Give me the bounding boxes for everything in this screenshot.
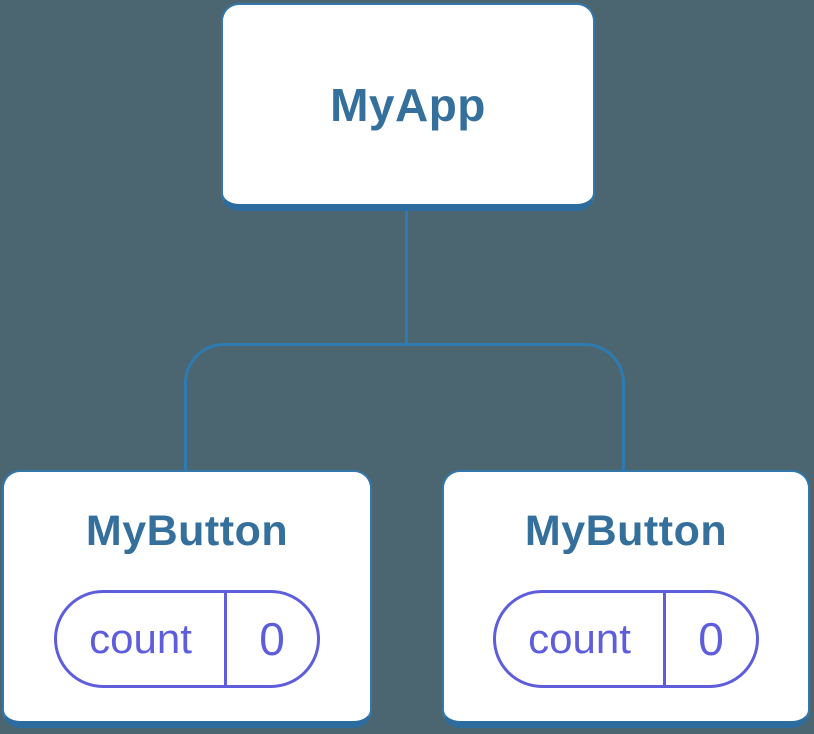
state-name-right: count [496, 592, 666, 685]
node-label-mybutton-right: MyButton [524, 507, 728, 555]
node-label-mybutton-left: MyButton [85, 507, 289, 555]
node-card-mybutton-left: MyButton count 0 [2, 470, 372, 728]
state-name-left: count [57, 592, 227, 685]
node-label-myapp: MyApp [330, 78, 486, 131]
state-pill-right: count 0 [493, 589, 759, 688]
connector-branch-bracket [184, 343, 625, 470]
node-card-myapp: MyApp [221, 3, 595, 211]
state-value-right: 0 [698, 612, 724, 665]
connector-stem-line [405, 211, 408, 346]
node-card-mybutton-right: MyButton count 0 [442, 470, 810, 728]
state-value-left: 0 [259, 612, 285, 665]
state-pill-left: count 0 [54, 589, 320, 688]
